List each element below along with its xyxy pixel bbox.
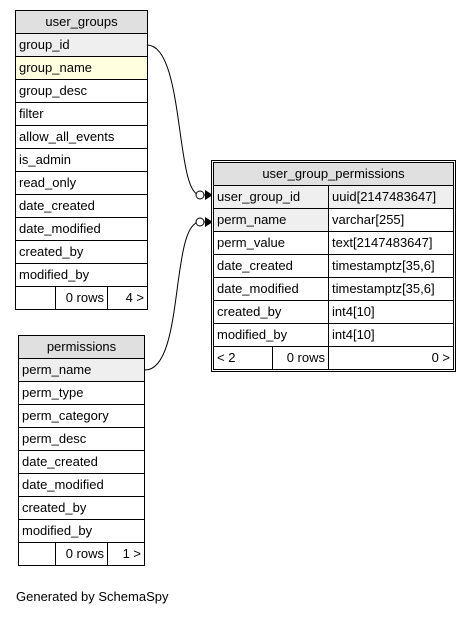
- column-allow-all-events[interactable]: allow_all_events: [19, 129, 115, 144]
- column-group-id[interactable]: group_id: [19, 37, 70, 52]
- column-perm-name[interactable]: perm_name: [22, 362, 92, 377]
- table-user-groups[interactable]: user_groups group_id group_name group_de…: [15, 10, 148, 310]
- edge-permissions-to-ugp: [144, 221, 212, 371]
- column-filter[interactable]: filter: [19, 106, 44, 121]
- column-type: uuid[2147483647]: [332, 189, 437, 204]
- table-permissions[interactable]: permissions perm_name perm_type perm_cat…: [18, 335, 145, 566]
- column-perm-value[interactable]: perm_value: [214, 232, 329, 254]
- table-footer: < 2 0 rows 0 >: [214, 347, 453, 369]
- column-type: timestamptz[35,6]: [332, 258, 435, 273]
- rows-count: 0 rows: [56, 543, 108, 565]
- edge-end-circle-2: [195, 217, 205, 227]
- edge-user-groups-to-ugp: [146, 44, 212, 196]
- children-link[interactable]: 4 >: [125, 290, 144, 305]
- column-created-by[interactable]: created_by: [19, 244, 84, 259]
- column-modified-by[interactable]: modified_by: [22, 523, 93, 538]
- column-date-created[interactable]: date_created: [19, 198, 95, 213]
- parents-cell: [19, 543, 56, 565]
- column-date-modified[interactable]: date_modified: [22, 477, 104, 492]
- column-date-modified[interactable]: date_modified: [214, 278, 329, 300]
- column-date-created[interactable]: date_created: [214, 255, 329, 277]
- table-footer: 0 rows 4 >: [16, 287, 147, 309]
- column-perm-name[interactable]: perm_name: [214, 209, 329, 231]
- table-title[interactable]: user_group_permissions: [214, 163, 453, 186]
- column-type: int4[10]: [332, 304, 375, 319]
- column-perm-type[interactable]: perm_type: [22, 385, 84, 400]
- column-created-by[interactable]: created_by: [22, 500, 87, 515]
- column-type: int4[10]: [332, 327, 375, 342]
- column-perm-desc[interactable]: perm_desc: [22, 431, 87, 446]
- generated-by-text: Generated by SchemaSpy: [16, 589, 169, 604]
- column-created-by[interactable]: created_by: [214, 301, 329, 323]
- column-group-name[interactable]: group_name: [19, 60, 92, 75]
- column-date-created[interactable]: date_created: [22, 454, 98, 469]
- column-date-modified[interactable]: date_modified: [19, 221, 101, 236]
- table-user-group-permissions[interactable]: user_group_permissions user_group_id uui…: [211, 160, 456, 372]
- column-read-only[interactable]: read_only: [19, 175, 77, 190]
- table-footer: 0 rows 1 >: [19, 543, 144, 565]
- column-type: varchar[255]: [332, 212, 405, 227]
- table-title[interactable]: permissions: [19, 336, 144, 359]
- column-type: timestamptz[35,6]: [332, 281, 435, 296]
- parents-cell: [16, 287, 56, 309]
- column-modified-by[interactable]: modified_by: [214, 324, 329, 346]
- children-link[interactable]: 1 >: [122, 546, 141, 561]
- column-modified-by[interactable]: modified_by: [19, 267, 90, 282]
- parents-link[interactable]: < 2: [214, 347, 273, 369]
- column-group-desc[interactable]: group_desc: [19, 83, 87, 98]
- column-user-group-id[interactable]: user_group_id: [214, 186, 329, 208]
- table-title[interactable]: user_groups: [16, 11, 147, 34]
- column-is-admin[interactable]: is_admin: [19, 152, 72, 167]
- children-link[interactable]: 0 >: [431, 350, 450, 365]
- rows-count: 0 rows: [56, 287, 108, 309]
- rows-count: 0 rows: [273, 347, 329, 369]
- column-type: text[2147483647]: [332, 235, 433, 250]
- edge-end-circle-1: [195, 190, 205, 200]
- column-perm-category[interactable]: perm_category: [22, 408, 109, 423]
